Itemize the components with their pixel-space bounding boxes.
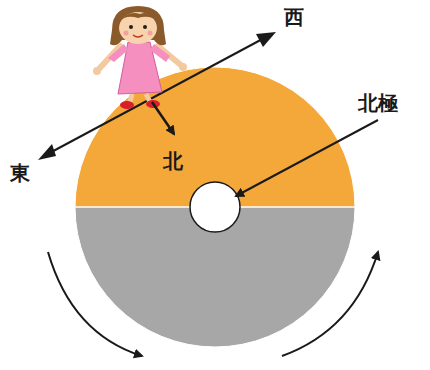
label-text: 北: [163, 150, 183, 172]
rotation-arrow: [282, 252, 378, 356]
label-text: 東: [10, 162, 30, 184]
north-pole-circle: [190, 182, 240, 232]
girl-figure: [93, 6, 187, 109]
globe-outline: [75, 67, 355, 347]
label-text: 西: [284, 6, 304, 28]
pole-leader: [236, 120, 378, 196]
east-west-line: [44, 36, 268, 156]
label-text: 北極: [358, 92, 398, 114]
rotation-arrow: [48, 252, 142, 356]
north-arrow: [152, 102, 174, 134]
